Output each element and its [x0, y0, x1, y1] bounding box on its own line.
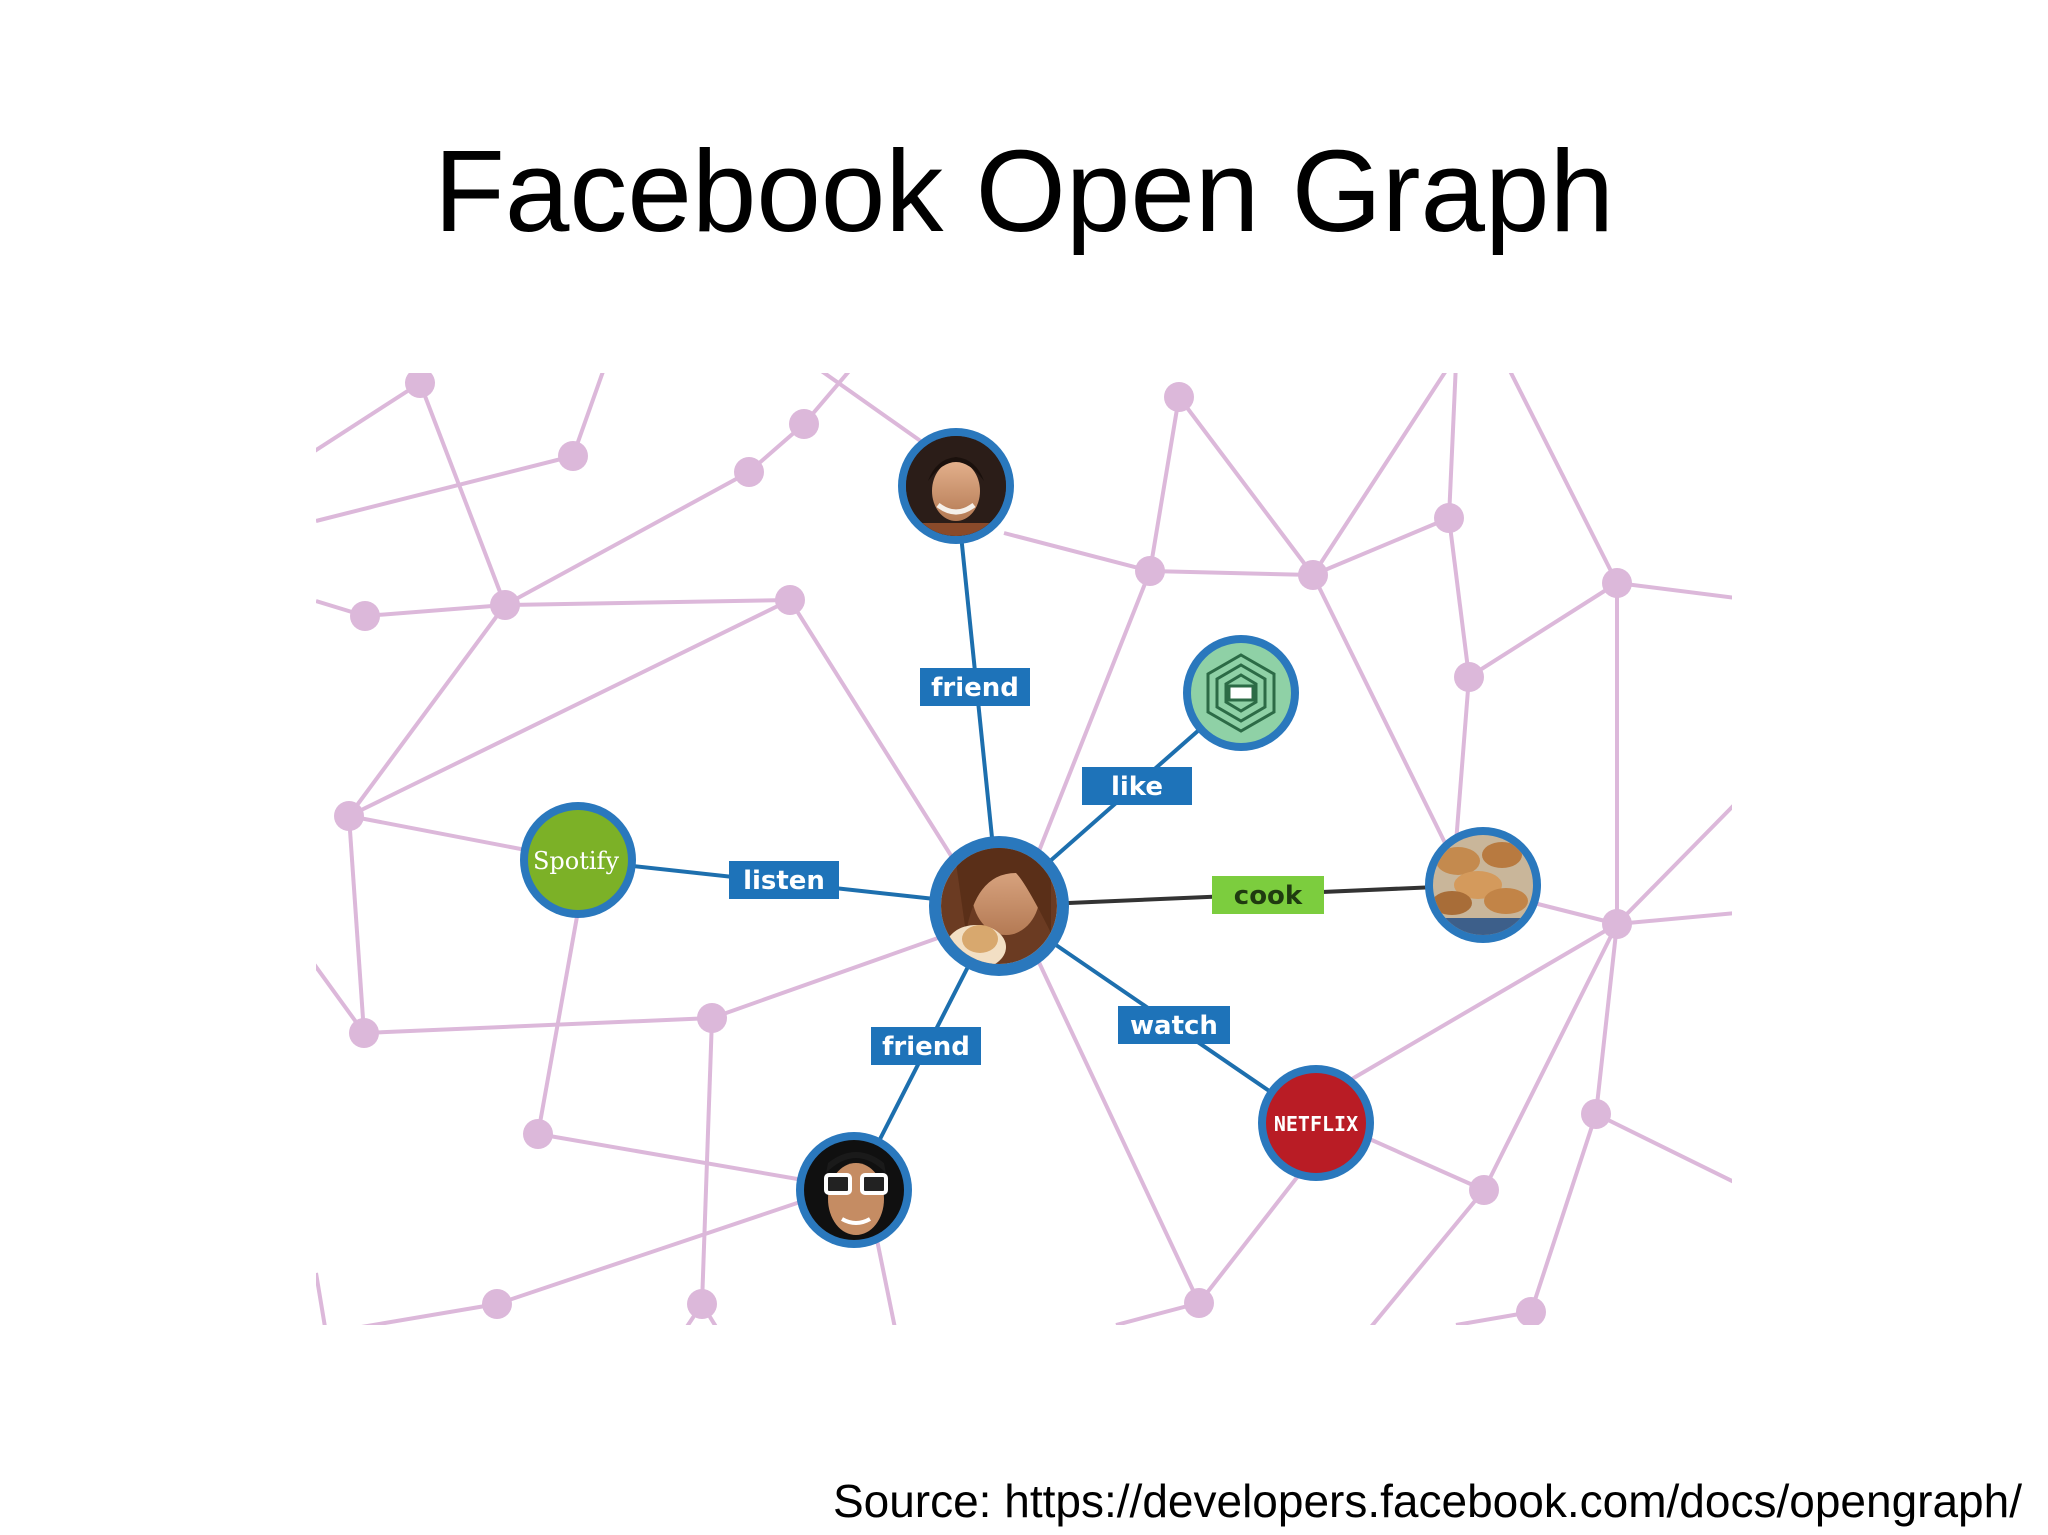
- node-foursquare-badge: [1183, 635, 1299, 751]
- svg-text:like: like: [1111, 772, 1163, 802]
- label-like: like: [1082, 767, 1192, 805]
- label-friend-bottom: friend: [871, 1027, 981, 1065]
- node-center-user: [929, 836, 1069, 976]
- svg-text:watch: watch: [1130, 1011, 1218, 1041]
- label-friend-top: friend: [920, 668, 1030, 706]
- svg-text:listen: listen: [743, 866, 825, 896]
- background-network-dots: [334, 373, 1632, 1325]
- spotify-logo: Spotify: [533, 847, 619, 875]
- svg-text:friend: friend: [882, 1032, 970, 1062]
- badge-icon: [1206, 653, 1276, 733]
- node-spotify: Spotify: [520, 802, 636, 918]
- node-friend-bottom: [796, 1132, 912, 1248]
- netflix-logo: NETFLIX: [1274, 1112, 1358, 1136]
- label-cook: cook: [1212, 876, 1324, 914]
- svg-text:cook: cook: [1234, 881, 1303, 911]
- open-graph-diagram: friend like listen cook watch friend: [316, 373, 1732, 1325]
- node-friend-top: [898, 428, 1014, 544]
- svg-text:friend: friend: [931, 673, 1019, 703]
- source-citation: Source: https://developers.facebook.com/…: [832, 1475, 2022, 1527]
- slide-title: Facebook Open Graph: [433, 126, 1615, 256]
- label-watch: watch: [1118, 1006, 1230, 1044]
- label-listen: listen: [729, 861, 839, 899]
- background-network: [316, 373, 1732, 1325]
- node-netflix: NETFLIX: [1258, 1065, 1374, 1181]
- node-cookies: [1425, 827, 1541, 943]
